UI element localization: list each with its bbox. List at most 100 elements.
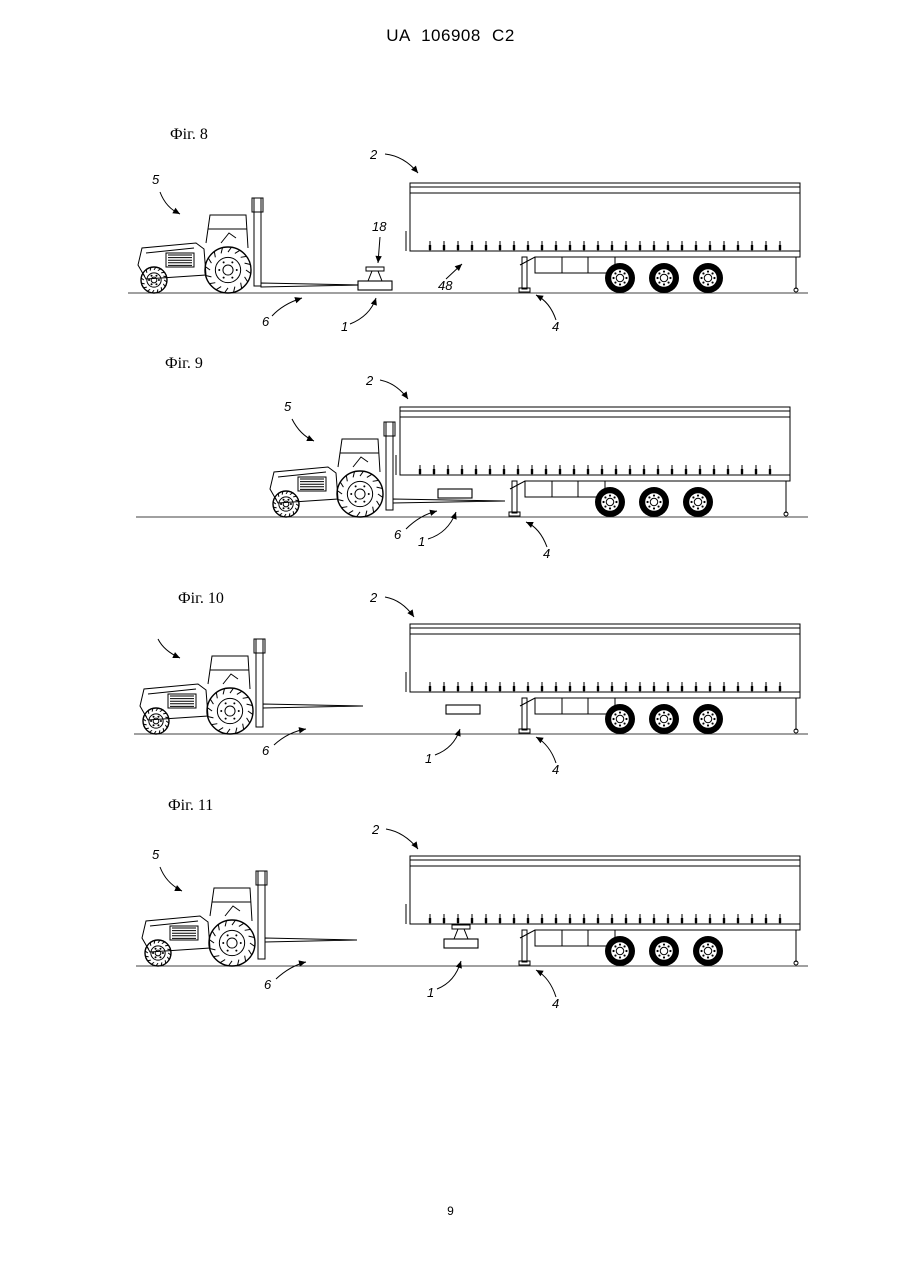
wheel-bolt bbox=[713, 277, 715, 279]
strap-buckle bbox=[429, 686, 431, 691]
wheel-bolt bbox=[702, 722, 704, 724]
strap-buckle bbox=[457, 686, 459, 691]
semi-trailer bbox=[406, 856, 800, 966]
tyre-tread bbox=[232, 920, 235, 925]
figure-11-title: Фіг. 11 bbox=[168, 797, 213, 815]
tyre-tread bbox=[340, 482, 343, 487]
label-leg: 4 bbox=[552, 996, 559, 1011]
trailer-roof bbox=[410, 856, 800, 860]
tyre-tread bbox=[209, 283, 215, 284]
wheel-bolt bbox=[669, 950, 671, 952]
wheel-bolt bbox=[663, 956, 665, 958]
tyre-tread bbox=[250, 943, 255, 946]
wheel-bolt bbox=[657, 505, 659, 507]
wheel-bolt bbox=[713, 950, 715, 952]
wheel-bolt bbox=[702, 281, 704, 283]
tractor-body bbox=[142, 916, 210, 952]
strap-buckle bbox=[419, 469, 421, 474]
strap-buckle bbox=[629, 469, 631, 474]
wheel-hub bbox=[616, 947, 624, 955]
wheel-bolt bbox=[648, 505, 650, 507]
arrow-platform bbox=[350, 298, 376, 324]
wheel-bolt bbox=[663, 724, 665, 726]
strap-buckle bbox=[737, 245, 739, 250]
hub-bolt bbox=[159, 956, 161, 958]
wheel-bolt bbox=[613, 496, 615, 498]
tyre-tread bbox=[161, 287, 162, 290]
tyre-tread bbox=[218, 728, 223, 731]
tyre-tread bbox=[165, 725, 167, 728]
label-platform: 1 bbox=[427, 985, 434, 1000]
tyre-tread bbox=[341, 507, 347, 508]
wheel-bolt bbox=[625, 950, 627, 952]
tyre-tread bbox=[220, 960, 225, 963]
forks bbox=[261, 283, 361, 287]
wheel-bolt bbox=[703, 501, 705, 503]
arrow-platform-head bbox=[456, 961, 462, 969]
wheel-bolt bbox=[702, 954, 704, 956]
hub-bolt bbox=[233, 718, 235, 720]
hub-bolt bbox=[350, 493, 352, 495]
strap-buckle bbox=[667, 686, 669, 691]
tyre-tread bbox=[163, 284, 165, 287]
tyre-tread bbox=[239, 923, 244, 926]
strap-buckle bbox=[765, 686, 767, 691]
strap-buckle bbox=[471, 245, 473, 250]
tyre-tread bbox=[216, 692, 217, 698]
strap-buckle bbox=[583, 918, 585, 923]
platform-base bbox=[444, 939, 478, 948]
label-leg: 4 bbox=[552, 319, 559, 334]
hub-bolt bbox=[227, 950, 229, 952]
wheel-bolt bbox=[667, 945, 669, 947]
tyre-tread bbox=[147, 289, 150, 291]
tyre-tread bbox=[241, 256, 247, 257]
strap-buckle bbox=[667, 245, 669, 250]
wheel-hub bbox=[704, 715, 712, 723]
tractor-body bbox=[270, 467, 338, 503]
chassis bbox=[400, 475, 790, 489]
wheel-bolt bbox=[646, 501, 648, 503]
hub-bolt bbox=[287, 507, 289, 509]
hub-bolt bbox=[151, 275, 153, 277]
hub-bolt bbox=[368, 493, 370, 495]
figure-9-drawing: 25614 bbox=[0, 365, 901, 565]
wheel-bolt bbox=[656, 950, 658, 952]
strap-buckle bbox=[657, 469, 659, 474]
page-number: 9 bbox=[0, 1204, 901, 1218]
tyre-tread bbox=[148, 960, 151, 961]
wheel-bolt bbox=[658, 272, 660, 274]
label-trailer: 2 bbox=[371, 822, 380, 837]
wheel-hub bbox=[606, 498, 614, 506]
strap-buckle bbox=[685, 469, 687, 474]
figure-8-drawing: 521848614 bbox=[0, 140, 901, 340]
wheel-bolt bbox=[658, 281, 660, 283]
tyre-tread bbox=[293, 496, 296, 497]
wheel-bolt bbox=[648, 496, 650, 498]
wheel-bolt bbox=[658, 945, 660, 947]
strap-buckle bbox=[527, 918, 529, 923]
strap-buckle bbox=[443, 686, 445, 691]
strap-buckle bbox=[573, 469, 575, 474]
wheel-bolt bbox=[653, 507, 655, 509]
platform-top bbox=[452, 925, 470, 929]
strap-buckle bbox=[779, 686, 781, 691]
steering-wheel bbox=[223, 674, 238, 684]
wheel-bolt bbox=[667, 954, 669, 956]
hub-bolt bbox=[233, 702, 235, 704]
tyre-tread bbox=[247, 718, 250, 723]
wheel-bolt bbox=[711, 945, 713, 947]
cab-frame bbox=[338, 439, 380, 472]
label-loader: 5 bbox=[152, 847, 160, 862]
wheel-bolt bbox=[614, 945, 616, 947]
tyre-tread bbox=[245, 956, 246, 962]
tyre-tread bbox=[348, 511, 353, 514]
strap-buckle bbox=[485, 918, 487, 923]
hub bbox=[223, 265, 233, 275]
hub bbox=[225, 706, 235, 716]
strap-buckle bbox=[695, 686, 697, 691]
wheel-hub bbox=[616, 274, 624, 282]
cab-frame bbox=[210, 888, 252, 921]
arrow-platform-head bbox=[451, 512, 457, 520]
strap-buckle bbox=[443, 918, 445, 923]
wheel-bolt bbox=[656, 277, 658, 279]
